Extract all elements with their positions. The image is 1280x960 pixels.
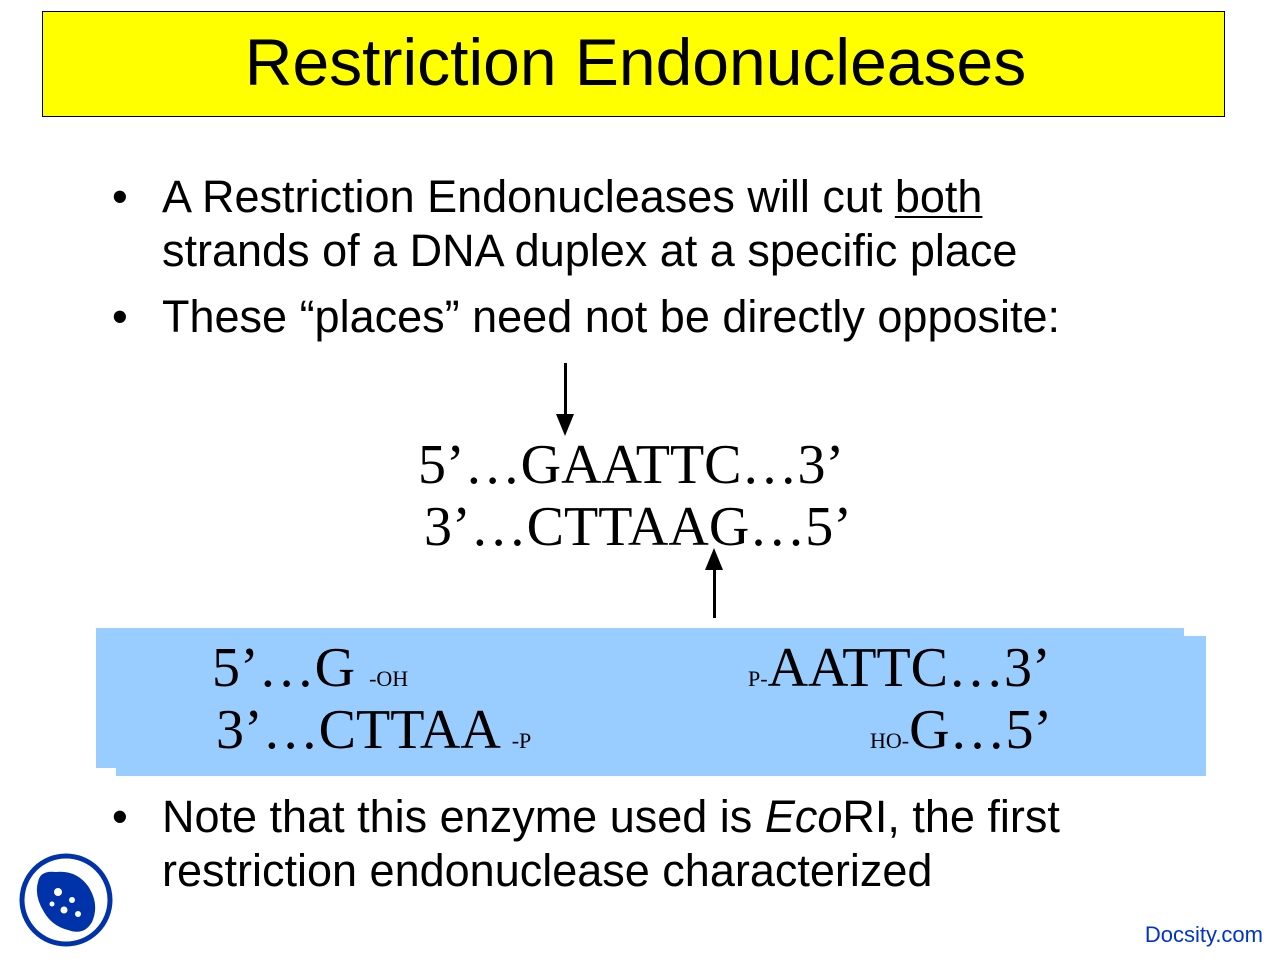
bullet-3-italic: Eco <box>764 791 843 842</box>
bullet-1-line-1: A Restriction Endonucleases will cut bot… <box>162 170 982 224</box>
bullet-marker: • <box>112 291 128 342</box>
bullet-3-text-post: RI, the first <box>842 791 1060 842</box>
fragment-left-bottom-seq: 3’…CTTAA <box>216 699 512 761</box>
dna-top-strand: 5’…GAATTC…3’ <box>418 434 845 496</box>
docsity-brand-link[interactable]: Docsity.com <box>1144 922 1263 947</box>
bullet-1-line-2: strands of a DNA duplex at a specific pl… <box>162 225 1018 276</box>
fragment-right-bottom-end: HO- <box>870 728 910 753</box>
bullet-1-text: A Restriction Endonucleases will cut <box>162 171 895 222</box>
dna-bottom-strand: 3’…CTTAAG…5’ <box>424 496 852 558</box>
fragment-left-top-seq: 5’…G <box>212 637 370 699</box>
slide-title: Restriction Endonucleases <box>244 25 1027 99</box>
fragment-left-bottom-end: -P <box>511 728 532 753</box>
fragment-right-top-end: P- <box>748 666 768 691</box>
fragment-right-top: P-AATTC…3’ <box>748 638 1051 709</box>
bullet-marker: • <box>112 791 128 842</box>
bullet-marker: • <box>112 171 128 222</box>
cut-arrow-up-icon <box>705 548 723 570</box>
bullet-3-line-2: restriction endonuclease characterized <box>162 845 933 896</box>
bullet-3-text: Note that this enzyme used is <box>162 791 765 842</box>
result-box <box>96 628 1184 768</box>
fragment-right-bottom-seq: G…5’ <box>909 699 1053 761</box>
fragment-right-top-seq: AATTC…3’ <box>767 637 1051 699</box>
cut-arrow-down-icon <box>556 414 574 436</box>
fragment-left-top: 5’…G -OH <box>212 638 408 709</box>
docsity-logo-icon <box>19 853 113 947</box>
bullet-2-text: These “places” need not be directly oppo… <box>162 291 1061 342</box>
fragment-left-bottom: 3’…CTTAA -P <box>216 700 531 771</box>
fragment-right-bottom: HO-G…5’ <box>870 700 1052 771</box>
cut-arrow-top-shaft <box>564 363 567 419</box>
cut-arrow-bottom-shaft <box>713 566 716 618</box>
bullet-3-line-1: Note that this enzyme used is EcoRI, the… <box>162 790 1060 844</box>
fragment-left-top-end: -OH <box>369 666 409 691</box>
slide-title-box: Restriction Endonucleases <box>42 11 1225 117</box>
bullet-1-underlined-word: both <box>894 171 983 222</box>
